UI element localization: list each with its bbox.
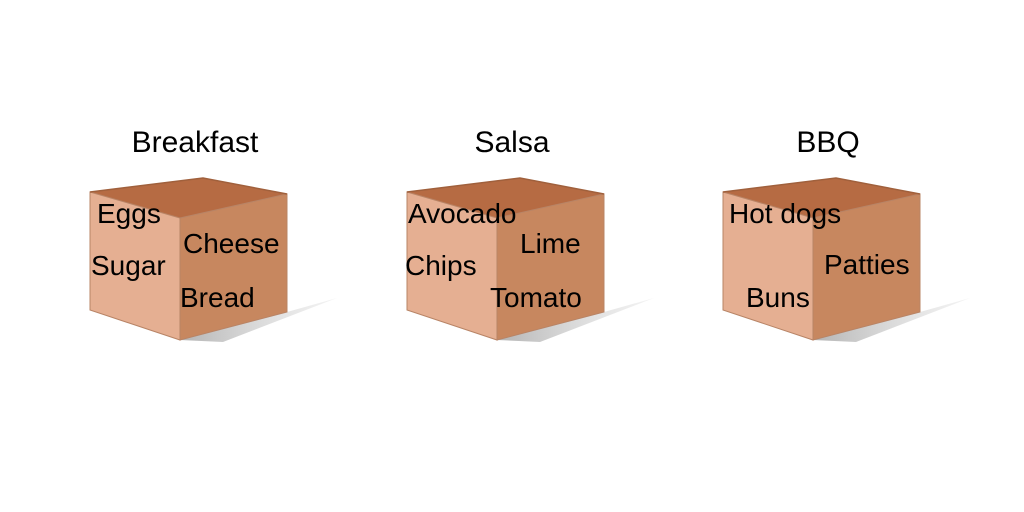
box-item: Patties: [824, 249, 910, 280]
box-item: Lime: [520, 228, 581, 259]
box-salsa: Salsa Avocado Lime Chips Tomato: [392, 120, 692, 360]
box-item: Buns: [746, 282, 810, 313]
box-item: Sugar: [91, 250, 166, 281]
box-title: Salsa: [474, 126, 550, 159]
box-shadow: [180, 298, 337, 342]
box-front-right-face: [179, 193, 288, 341]
box-back-rim: [406, 177, 605, 195]
box-front-right-face: [496, 193, 605, 341]
box-back-rim: [722, 177, 921, 195]
box-item: Tomato: [490, 282, 582, 313]
box-item: Hot dogs: [729, 198, 842, 229]
box-inner-back: [407, 178, 604, 218]
box-bbq: BBQ Hot dogs Patties Buns: [708, 120, 1008, 360]
box-inner-back: [90, 178, 287, 218]
box-breakfast-graphic: [89, 177, 337, 342]
box-shadow: [497, 298, 654, 342]
box-salsa-graphic: [406, 177, 654, 342]
box-back-rim: [89, 177, 288, 195]
box-item: Cheese: [183, 228, 280, 259]
box-item: Eggs: [97, 198, 161, 229]
box-breakfast: Breakfast Eggs Cheese Sugar Bread: [75, 120, 375, 360]
box-inner-back: [723, 178, 920, 218]
box-item: Bread: [180, 282, 255, 313]
box-item: Avocado: [408, 198, 517, 229]
box-title: BBQ: [796, 126, 860, 159]
box-item: Chips: [405, 250, 477, 281]
box-shadow: [813, 298, 970, 342]
box-bbq-graphic: [722, 177, 970, 342]
box-front-right-face: [812, 193, 921, 341]
box-title: Breakfast: [131, 126, 259, 159]
